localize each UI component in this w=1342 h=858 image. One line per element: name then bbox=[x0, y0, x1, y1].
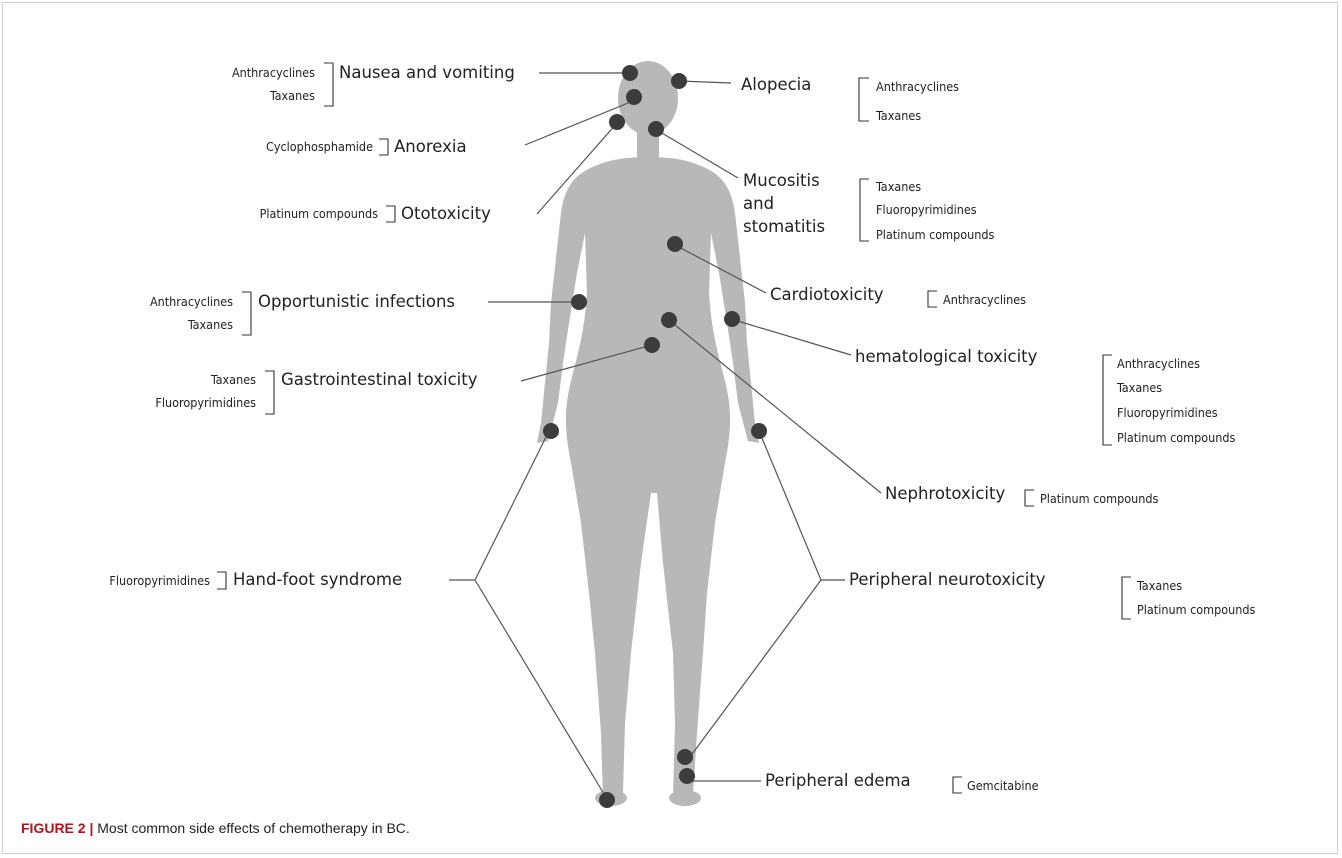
effect-label: Cardiotoxicity bbox=[770, 285, 884, 304]
drug-label: Platinum compounds bbox=[1137, 602, 1256, 617]
marker-nausea bbox=[622, 65, 638, 81]
drug-label: Taxanes bbox=[1116, 380, 1162, 395]
effect-edema: Peripheral edema Gemcitabine bbox=[765, 771, 1039, 793]
marker-infections bbox=[571, 294, 587, 310]
drug-label: Anthracyclines bbox=[1117, 356, 1200, 371]
side-effects-diagram: Anthracyclines Taxanes Nausea and vomiti… bbox=[3, 3, 1339, 855]
effect-label: Peripheral neurotoxicity bbox=[849, 570, 1046, 589]
effect-mucositis: Mucositis and stomatitis Taxanes Fluorop… bbox=[743, 171, 995, 242]
marker-left-foot bbox=[599, 792, 615, 808]
drug-label: Gemcitabine bbox=[967, 778, 1039, 793]
marker-nephrotoxicity bbox=[661, 312, 677, 328]
effect-label: stomatitis bbox=[743, 217, 825, 236]
drug-label: Platinum compounds bbox=[1040, 491, 1159, 506]
effect-cardiotoxicity: Cardiotoxicity Anthracyclines bbox=[770, 285, 1026, 307]
marker-alopecia bbox=[671, 73, 687, 89]
effect-ototoxicity: Platinum compounds Ototoxicity bbox=[260, 204, 492, 223]
drug-label: Platinum compounds bbox=[876, 227, 995, 242]
effect-hematological: hematological toxicity Anthracyclines Ta… bbox=[855, 347, 1236, 445]
figure-caption: FIGURE 2 | Most common side effects of c… bbox=[21, 820, 410, 836]
drug-label: Fluoropyrimidines bbox=[109, 573, 210, 588]
effect-nausea: Anthracyclines Taxanes Nausea and vomiti… bbox=[232, 63, 515, 106]
effect-nephrotoxicity: Nephrotoxicity Platinum compounds bbox=[885, 484, 1159, 506]
effect-hand-foot: Fluoropyrimidines Hand-foot syndrome bbox=[109, 570, 402, 589]
marker-anorexia bbox=[626, 89, 642, 105]
effect-alopecia: Alopecia Anthracyclines Taxanes bbox=[741, 75, 959, 123]
effect-infections: Anthracyclines Taxanes Opportunistic inf… bbox=[150, 292, 455, 335]
drug-label: Anthracyclines bbox=[876, 79, 959, 94]
effect-label: Anorexia bbox=[394, 137, 467, 156]
effect-neurotoxicity: Peripheral neurotoxicity Taxanes Platinu… bbox=[849, 570, 1256, 619]
caption-label: FIGURE 2 | bbox=[21, 820, 93, 836]
marker-neuro-foot bbox=[677, 749, 693, 765]
drug-label: Fluoropyrimidines bbox=[1117, 405, 1218, 420]
drug-label: Taxanes bbox=[269, 88, 315, 103]
effect-label: Opportunistic infections bbox=[258, 292, 455, 311]
effect-label: Nausea and vomiting bbox=[339, 63, 515, 82]
drug-label: Platinum compounds bbox=[1117, 430, 1236, 445]
marker-gastrointestinal bbox=[644, 337, 660, 353]
effect-label: Alopecia bbox=[741, 75, 811, 94]
effect-label: and bbox=[743, 194, 774, 213]
effect-label: Nephrotoxicity bbox=[885, 484, 1005, 503]
drug-label: Taxanes bbox=[1136, 578, 1182, 593]
marker-cardiotoxicity bbox=[667, 236, 683, 252]
drug-label: Cyclophosphamide bbox=[266, 139, 373, 154]
effect-label: Ototoxicity bbox=[401, 204, 491, 223]
drug-label: Taxanes bbox=[875, 108, 921, 123]
effect-anorexia: Cyclophosphamide Anorexia bbox=[266, 137, 467, 156]
drug-label: Fluoropyrimidines bbox=[155, 395, 256, 410]
marker-left-hand bbox=[543, 423, 559, 439]
marker-ototoxicity bbox=[609, 114, 625, 130]
drug-label: Fluoropyrimidines bbox=[876, 202, 977, 217]
effect-label: Mucositis bbox=[743, 171, 820, 190]
effect-label: Peripheral edema bbox=[765, 771, 911, 790]
marker-hematological bbox=[724, 311, 740, 327]
effect-label: Hand-foot syndrome bbox=[233, 570, 402, 589]
drug-label: Anthracyclines bbox=[232, 65, 315, 80]
drug-label: Platinum compounds bbox=[260, 206, 379, 221]
body-silhouette bbox=[537, 61, 759, 806]
marker-edema bbox=[679, 768, 695, 784]
effect-label: Gastrointestinal toxicity bbox=[281, 370, 478, 389]
marker-mucositis bbox=[648, 121, 664, 137]
marker-right-hand bbox=[751, 423, 767, 439]
drug-label: Taxanes bbox=[187, 317, 233, 332]
effect-label: hematological toxicity bbox=[855, 347, 1038, 366]
drug-label: Taxanes bbox=[210, 372, 256, 387]
effect-gastrointestinal: Taxanes Fluoropyrimidines Gastrointestin… bbox=[155, 370, 477, 414]
drug-label: Anthracyclines bbox=[150, 294, 233, 309]
drug-label: Anthracyclines bbox=[943, 292, 1026, 307]
caption-text: Most common side effects of chemotherapy… bbox=[97, 820, 410, 836]
drug-label: Taxanes bbox=[875, 179, 921, 194]
